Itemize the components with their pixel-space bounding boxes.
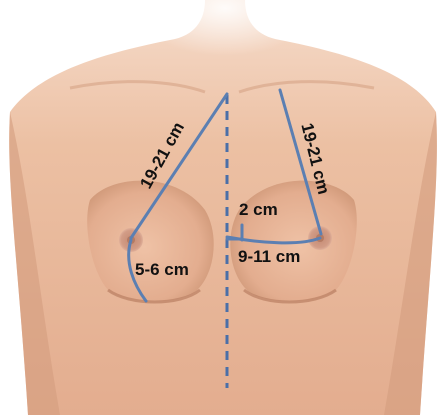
label-midline-offset: 2 cm	[239, 200, 278, 219]
label-nipple-to-fold: 5-6 cm	[135, 260, 189, 279]
label-midline-to-nipple: 9-11 cm	[238, 247, 300, 266]
